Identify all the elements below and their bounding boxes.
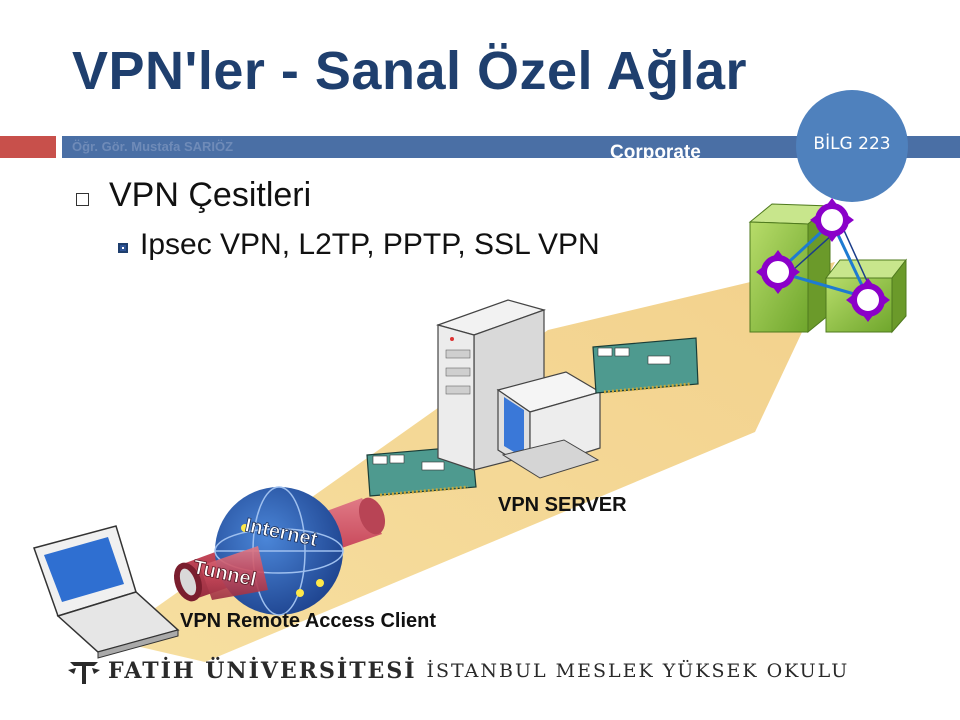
network-card-icon-2: [592, 337, 699, 394]
router-icon-2: [756, 250, 800, 294]
university-logo-icon: [68, 662, 100, 684]
header-band: [62, 136, 960, 158]
bullet-level1-text: VPN Çesitleri: [109, 176, 312, 214]
bullet-level2-text: Ipsec VPN, L2TP, PPTP, SSL VPN: [140, 228, 600, 261]
bullet-level1: VPN Çesitleri: [76, 176, 311, 215]
router-icon-3: [846, 278, 890, 322]
filled-square-bullet-icon: [118, 243, 128, 253]
vpn-client-label: VPN Remote Access Client: [180, 610, 437, 632]
header-accent-bar: [0, 136, 56, 158]
hollow-square-bullet-icon: [76, 193, 89, 206]
school-name: İSTANBUL MESLEK YÜKSEK OKULU: [426, 660, 850, 682]
slide-title: VPN'ler - Sanal Özel Ağlar: [72, 41, 748, 101]
footer: FATİH ÜNİVERSİTESİ İSTANBUL MESLEK YÜKSE…: [66, 656, 849, 686]
author-name: Öğr. Gör. Mustafa SARIÖZ: [72, 139, 234, 154]
laptop-icon: [33, 525, 180, 659]
corporate-label: Corporate: [610, 142, 701, 163]
router-icon: [810, 198, 854, 242]
monitor-icon: [496, 371, 602, 479]
bullet-level2: Ipsec VPN, L2TP, PPTP, SSL VPN: [118, 228, 600, 262]
vpn-server-label: VPN SERVER: [498, 494, 627, 516]
university-name: FATİH ÜNİVERSİTESİ: [108, 658, 417, 684]
course-badge: BİLG 223: [796, 90, 908, 202]
